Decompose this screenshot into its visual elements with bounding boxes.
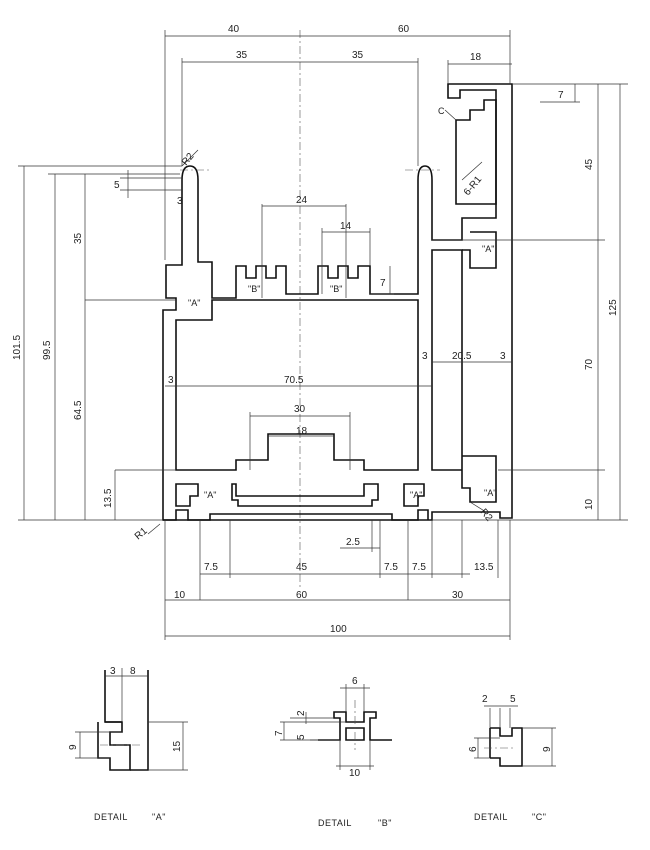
detail-b-inner (345, 727, 365, 741)
detail-a-dim-3: 3 (110, 666, 116, 677)
dimension-lines (18, 30, 628, 640)
detail-b-caption-letter: "B" (378, 818, 392, 828)
detail-a-caption: DETAIL (94, 812, 128, 822)
dim-bottom-100: 100 (330, 624, 347, 635)
dim-right-7: 7 (558, 90, 564, 101)
dim-3-right-a: 3 (422, 351, 428, 362)
dim-bottom-10: 10 (174, 590, 186, 601)
dim-top-40: 40 (228, 24, 240, 35)
detail-c-caption-letter: "C" (532, 812, 546, 822)
dim-bottom-45: 45 (296, 562, 308, 573)
detail-callouts: "A" "B" "B" "A" C "A" "A" "A" (188, 106, 496, 500)
detail-a-dim-15: 15 (172, 740, 183, 752)
detail-c-profile (490, 727, 523, 767)
dim-24: 24 (296, 195, 308, 206)
dim-right-45: 45 (584, 158, 595, 170)
detail-b-dim-6: 6 (352, 676, 358, 687)
dim-left-13-5: 13.5 (103, 488, 114, 508)
detail-a-profile (97, 670, 131, 771)
dim-2-5: 2.5 (346, 537, 360, 548)
detail-b-dim-7: 7 (274, 730, 285, 736)
dimension-texts: 40 60 35 35 18 7 45 125 70 10 101.5 99.5… (12, 24, 619, 635)
dim-left-35: 35 (73, 232, 84, 244)
profile-outer-contour (162, 83, 513, 521)
radius-r1-bottom: R1 (133, 525, 150, 542)
profile-bottom-edge (163, 509, 429, 521)
dim-7-inner: 7 (380, 278, 386, 289)
dim-3-right-b: 3 (500, 351, 506, 362)
dim-left-101-5: 101.5 (12, 335, 23, 360)
profile-bottom-channel (175, 483, 425, 507)
detail-b-dim-5: 5 (296, 734, 307, 740)
detail-b: 6 2 7 5 10 DETAIL "B" (274, 676, 392, 828)
dim-left-5: 5 (114, 180, 120, 191)
main-profile (162, 83, 513, 521)
dim-18: 18 (296, 426, 308, 437)
callout-a-right-upper: "A" (482, 244, 494, 254)
dim-right-125: 125 (608, 299, 619, 316)
detail-a-dim-8: 8 (130, 666, 136, 677)
callout-a-bottom-mid: "A" (410, 490, 422, 500)
dim-left-64-5: 64.5 (73, 400, 84, 420)
profile-right-upper-slot (462, 231, 497, 269)
detail-c-dim-5: 5 (510, 694, 516, 705)
detail-a: 3 8 9 15 DETAIL "A" (68, 666, 188, 822)
callout-b-left: "B" (248, 284, 260, 294)
detail-c-dim-6: 6 (468, 746, 479, 752)
dim-bottom-60: 60 (296, 590, 308, 601)
dim-top-60: 60 (398, 24, 410, 35)
dim-bottom-7-5-c: 7.5 (412, 562, 426, 573)
dim-right-10: 10 (584, 498, 595, 510)
detail-a-right-edge (130, 670, 149, 771)
dim-bottom-7-5-b: 7.5 (384, 562, 398, 573)
dim-14: 14 (340, 221, 352, 232)
detail-c-dim-9: 9 (542, 746, 553, 752)
dim-right-70: 70 (584, 358, 595, 370)
dim-3-left-wall: 3 (168, 375, 174, 386)
callout-a-right-lower: "A" (484, 488, 496, 498)
profile-right-chamber (431, 249, 497, 503)
dim-20-5: 20.5 (452, 351, 472, 362)
dim-bottom-13-5: 13.5 (474, 562, 494, 573)
detail-c-caption: DETAIL (474, 812, 508, 822)
profile-main-chamber (175, 299, 419, 471)
radius-r2-bottom: R2 (478, 507, 495, 524)
dim-30: 30 (294, 404, 306, 415)
dim-top-18: 18 (470, 52, 482, 63)
detail-b-dim-2: 2 (296, 710, 307, 716)
detail-a-dim-9: 9 (68, 744, 79, 750)
dim-bottom-30: 30 (452, 590, 464, 601)
callout-a-bottom-left: "A" (204, 490, 216, 500)
detail-a-caption-letter: "A" (152, 812, 166, 822)
dim-top-35-right: 35 (352, 50, 364, 61)
dim-left-3: 3 (177, 196, 183, 207)
dim-top-35-left: 35 (236, 50, 248, 61)
detail-c-dim-2: 2 (482, 694, 488, 705)
callout-b-right: "B" (330, 284, 342, 294)
detail-b-dim-10: 10 (349, 768, 361, 779)
dim-bottom-7-5-a: 7.5 (204, 562, 218, 573)
callout-a-left-mid: "A" (188, 298, 200, 308)
dim-left-99-5: 99.5 (42, 340, 53, 360)
profile-upper-right-chamber (455, 99, 497, 205)
dim-70-5: 70.5 (284, 375, 304, 386)
callout-c: C (438, 106, 445, 116)
detail-c: 2 5 6 9 DETAIL "C" (468, 694, 556, 822)
detail-b-caption: DETAIL (318, 818, 352, 828)
